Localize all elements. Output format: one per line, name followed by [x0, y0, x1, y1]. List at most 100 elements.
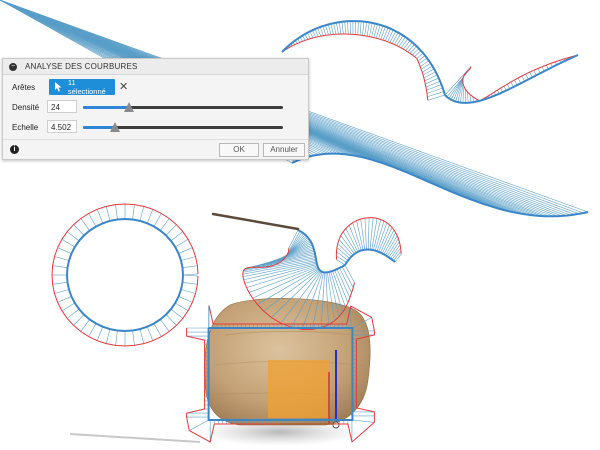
comb-tooth — [426, 84, 442, 91]
comb-tooth — [371, 218, 378, 250]
comb-tooth — [416, 52, 424, 59]
comb-tooth — [425, 80, 441, 88]
comb-tooth — [54, 256, 70, 261]
density-slider-thumb[interactable] — [124, 102, 134, 112]
close-icon[interactable]: ✕ — [119, 81, 129, 93]
comb-tooth — [312, 30, 316, 38]
comb-tooth — [345, 228, 359, 252]
density-input[interactable]: 24 — [47, 100, 77, 113]
comb-tooth — [387, 29, 394, 42]
comb-tooth — [359, 21, 362, 36]
comb-tooth — [327, 272, 335, 321]
comb-tooth — [344, 21, 347, 35]
comb-tooth — [182, 273, 198, 276]
comb-tooth — [278, 235, 307, 264]
comb-tooth — [426, 87, 443, 94]
comb-tooth — [340, 235, 355, 255]
comb-tooth — [369, 217, 374, 250]
scale-slider-thumb[interactable] — [110, 122, 120, 132]
curvature-comb-block[interactable] — [186, 305, 375, 443]
info-icon[interactable]: i — [10, 145, 19, 154]
comb-tooth — [170, 231, 183, 242]
density-slider[interactable] — [83, 102, 283, 112]
comb-tooth — [334, 269, 349, 303]
comb-tooth — [400, 38, 409, 49]
comb-tooth — [390, 244, 401, 259]
density-label: Densité — [12, 103, 40, 112]
comb-tooth — [457, 80, 464, 103]
comb-tooth — [330, 23, 334, 35]
comb-tooth — [521, 75, 525, 82]
comb-tooth — [348, 225, 360, 252]
panel-title: ANALYSE DES COURBURES — [25, 62, 138, 71]
comb-tooth — [356, 220, 364, 251]
comb-tooth — [367, 217, 370, 250]
comb-tooth — [424, 74, 438, 82]
comb-tooth — [115, 330, 118, 346]
comb-tooth — [61, 239, 75, 248]
comb-tooth — [398, 36, 406, 47]
comb-tooth — [249, 266, 318, 293]
scale-slider[interactable] — [83, 122, 283, 132]
comb-tooth — [384, 28, 391, 42]
minus-circle-icon[interactable]: − — [9, 62, 17, 71]
cancel-button[interactable]: Annuler — [263, 143, 305, 157]
rod — [211, 212, 300, 231]
ok-button[interactable]: OK — [219, 143, 259, 157]
comb-tooth — [165, 314, 177, 326]
highlighted-face[interactable] — [268, 360, 330, 418]
comb-tooth — [153, 213, 162, 227]
comb-tooth — [257, 268, 319, 305]
comb-tooth — [407, 44, 415, 53]
comb-tooth — [341, 21, 344, 35]
scale-input[interactable]: 4.502 — [47, 120, 77, 133]
comb-tooth — [394, 253, 402, 263]
comb-tooth — [146, 209, 154, 224]
curve — [444, 54, 579, 104]
comb-tooth — [301, 271, 323, 330]
comb-tooth — [280, 270, 321, 324]
curvature-comb-top[interactable] — [281, 20, 579, 104]
comb-fan-inner — [335, 217, 402, 266]
comb-tooth — [378, 224, 390, 253]
panel-header[interactable]: − ANALYSE DES COURBURES — [3, 59, 308, 75]
comb-tooth — [243, 257, 316, 271]
curvature-comb-fan[interactable] — [242, 217, 402, 330]
comb-tooth — [182, 274, 198, 277]
comb-envelope — [186, 305, 375, 443]
comb-tooth — [382, 27, 389, 41]
comb-tooth — [80, 319, 90, 332]
curvature-comb-circle[interactable] — [51, 203, 199, 347]
comb-tooth — [314, 28, 319, 37]
comb-tooth — [178, 296, 193, 303]
comb-tooth — [409, 46, 418, 54]
curve — [291, 152, 589, 218]
comb-tooth — [385, 235, 398, 256]
comb-tooth — [57, 247, 72, 254]
comb-tooth — [338, 239, 354, 256]
comb-tooth — [420, 60, 429, 67]
comb-tooth — [320, 272, 325, 328]
edges-selection-button[interactable]: 11 sélectionné — [49, 78, 115, 96]
comb-tooth — [73, 224, 85, 236]
comb-tooth — [132, 330, 135, 346]
comb-tooth — [291, 271, 322, 328]
comb-tooth — [153, 323, 162, 337]
wood-block[interactable] — [204, 298, 371, 429]
comb-tooth — [364, 21, 367, 36]
comb-tooth — [271, 270, 321, 318]
comb-tooth — [244, 264, 318, 284]
comb-tooth — [374, 220, 385, 251]
comb-tooth — [319, 26, 324, 36]
comb-tooth — [311, 272, 324, 330]
comb-tooth — [182, 282, 198, 285]
comb-tooth — [61, 302, 75, 311]
comb-tooth — [455, 77, 464, 102]
comb-tooth — [446, 69, 471, 97]
comb-tooth — [414, 50, 422, 57]
comb-tooth — [160, 319, 170, 332]
comb-tooth — [360, 218, 366, 250]
comb-tooth — [165, 224, 177, 236]
comb-tooth — [418, 57, 428, 65]
comb-tooth — [132, 204, 135, 220]
